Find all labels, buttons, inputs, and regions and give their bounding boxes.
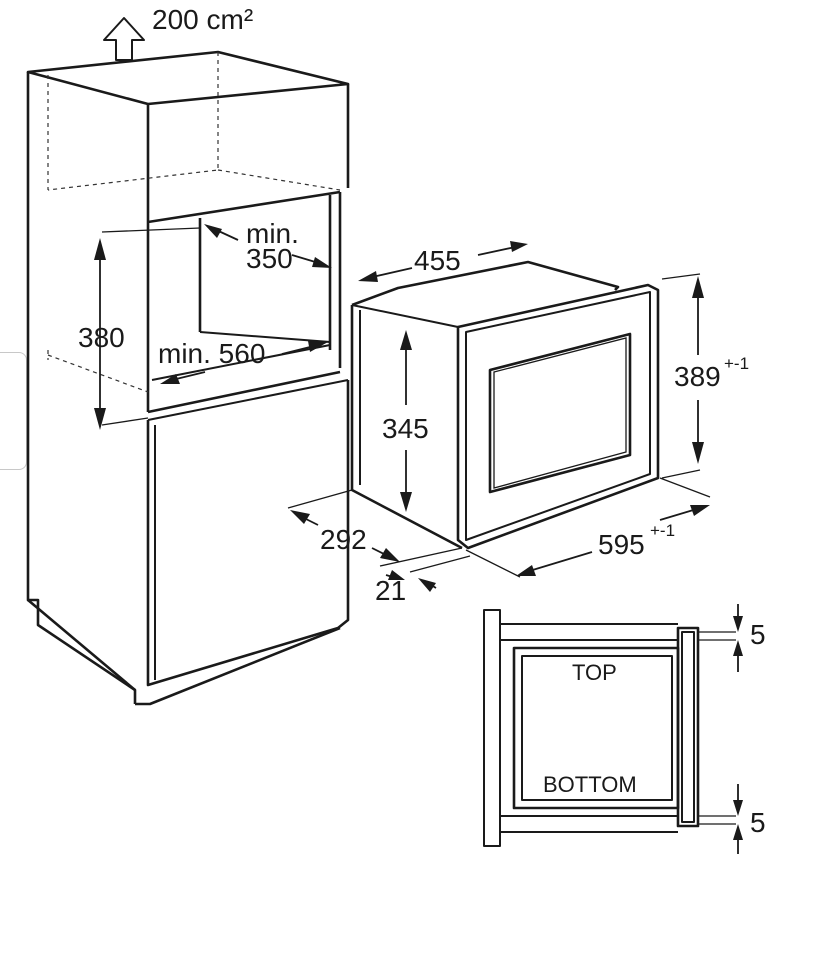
top-gap-dimension — [733, 604, 743, 672]
bottom-gap-dimension — [733, 784, 743, 854]
detail-top-label: TOP — [572, 660, 617, 685]
niche-depth-dimension — [204, 224, 332, 268]
body-height-dimension — [400, 330, 412, 512]
front-height-label: 389 — [674, 361, 721, 392]
niche-height-dimension — [94, 227, 201, 430]
top-gap-label: 5 — [750, 619, 766, 650]
vent-arrow-icon — [103, 17, 145, 61]
installation-detail — [483, 609, 736, 847]
front-height-dimension — [661, 273, 704, 479]
body-depth-label: 292 — [320, 524, 367, 555]
niche-width-dimension — [160, 341, 328, 384]
niche-width-label: min. 560 — [158, 338, 265, 369]
body-width-label: 455 — [414, 245, 461, 276]
body-depth-dimension — [287, 489, 463, 567]
front-thickness-label: 21 — [375, 575, 406, 606]
niche-height-label: 380 — [78, 322, 125, 353]
bottom-gap-label: 5 — [750, 807, 766, 838]
front-height-tolerance: +-1 — [724, 354, 749, 373]
body-height-label: 345 — [382, 413, 429, 444]
microwave-appliance — [350, 260, 660, 550]
front-width-dimension — [465, 477, 711, 578]
front-width-tolerance: +-1 — [650, 521, 675, 540]
front-width-label: 595 — [598, 529, 645, 560]
front-thickness-dimension — [385, 555, 471, 592]
side-scroll-tab[interactable] — [0, 352, 27, 470]
body-width-dimension — [358, 241, 528, 282]
tall-cabinet — [26, 50, 350, 706]
niche-depth-label: 350 — [246, 243, 293, 274]
detail-bottom-label: BOTTOM — [543, 772, 637, 797]
niche-depth-prefix: min. — [246, 218, 299, 249]
ventilation-label: 200 cm² — [152, 4, 253, 35]
